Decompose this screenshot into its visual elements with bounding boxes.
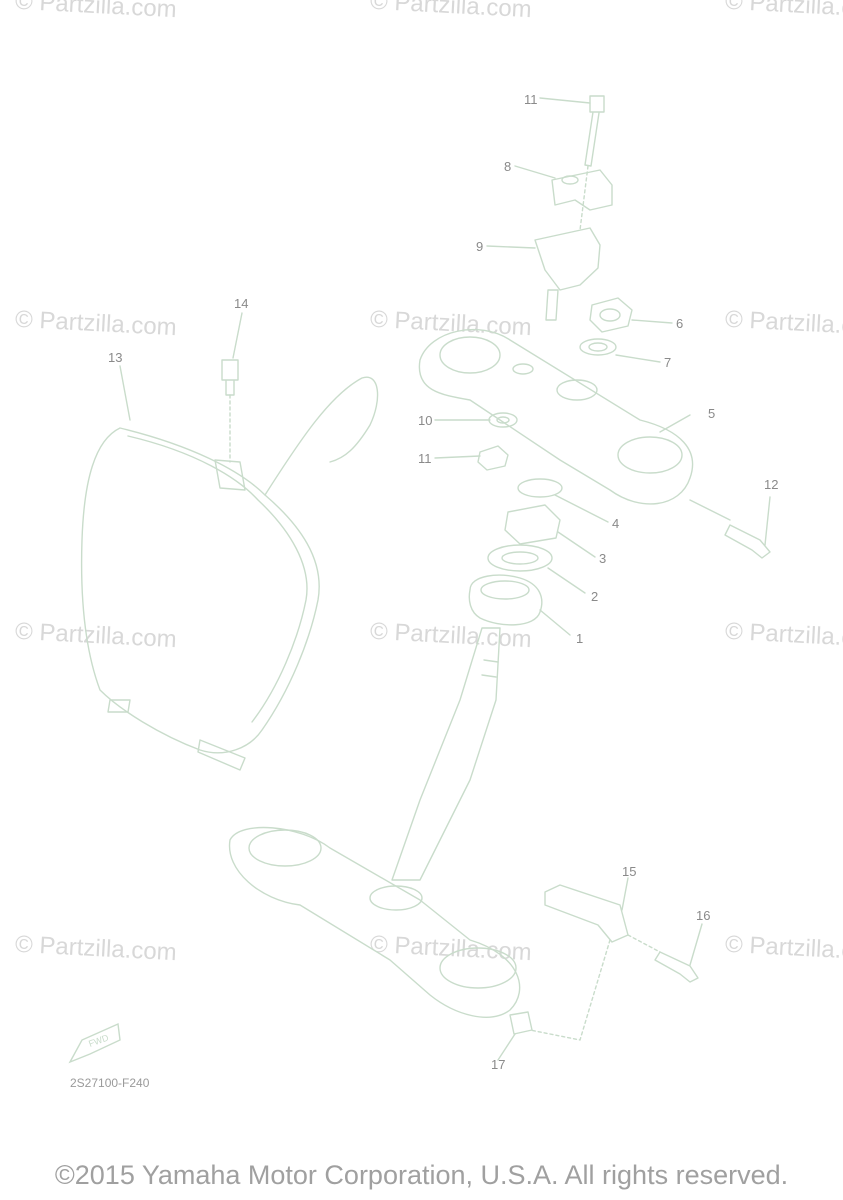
callout-11: 11: [418, 451, 432, 466]
callout-13: 13: [108, 350, 123, 365]
handlebar-clamp-8: [551, 169, 613, 211]
diagram-code: 2S27100-F240: [70, 1076, 150, 1090]
handlebar-holder-9: [534, 227, 601, 291]
lower-clamp-left-bore: [248, 829, 322, 867]
steering-stem: [391, 627, 501, 881]
holder-stud: [545, 289, 559, 321]
fwd-arrow-icon: FWD: [68, 1022, 121, 1064]
bolt-14: [221, 359, 239, 396]
bolt-12-right: [724, 524, 771, 559]
callout-17: 17: [491, 1057, 506, 1072]
callout-12-top: 11: [524, 92, 538, 107]
upper-clamp-small-hole: [512, 363, 534, 375]
copyright-notice: ©2015 Yamaha Motor Corporation, U.S.A. A…: [54, 1160, 789, 1190]
callout-5: 5: [708, 406, 716, 421]
callout-10: 10: [418, 413, 433, 428]
callout-8: 8: [504, 159, 512, 174]
callout-1: 1: [576, 631, 584, 646]
nut-6: [589, 297, 633, 333]
number-plate-foot: [197, 739, 246, 771]
callout-15: 15: [622, 864, 637, 879]
upper-clamp-center-hole: [556, 379, 598, 401]
collar-17: [509, 1011, 533, 1035]
washer-2: [487, 544, 553, 572]
upper-clamp-right-bore: [617, 436, 683, 474]
callout-9: 9: [476, 239, 484, 254]
number-plate-lower-tab: [107, 699, 131, 713]
callout-4: 4: [612, 516, 620, 531]
number-plate: [80, 427, 320, 754]
callout-12-right: 12: [764, 477, 779, 492]
washer-4: [517, 478, 563, 498]
number-plate-tab: [214, 459, 246, 491]
number-plate-strap: [264, 376, 379, 496]
nut-11: [477, 445, 509, 471]
bolt-16: [654, 951, 699, 983]
callout-6: 6: [676, 316, 684, 331]
number-plate-inner: [127, 435, 308, 723]
upper-clamp-left-bore: [439, 336, 501, 374]
callout-7: 7: [664, 355, 672, 370]
bolt-12-top: [584, 95, 605, 167]
bearing-1: [468, 574, 543, 626]
washer-7: [579, 338, 617, 356]
lower-triple-clamp: [228, 826, 521, 1018]
callout-14: 14: [234, 296, 249, 311]
lower-clamp-right-bore: [439, 947, 517, 989]
callout-3: 3: [599, 551, 607, 566]
callout-2: 2: [591, 589, 599, 604]
bracket-15: [544, 884, 629, 943]
upper-triple-clamp: [418, 328, 694, 505]
washer-10: [488, 412, 518, 428]
ring-nut-3: [504, 504, 561, 545]
callout-16: 16: [696, 908, 711, 923]
lower-clamp-center: [369, 885, 423, 911]
